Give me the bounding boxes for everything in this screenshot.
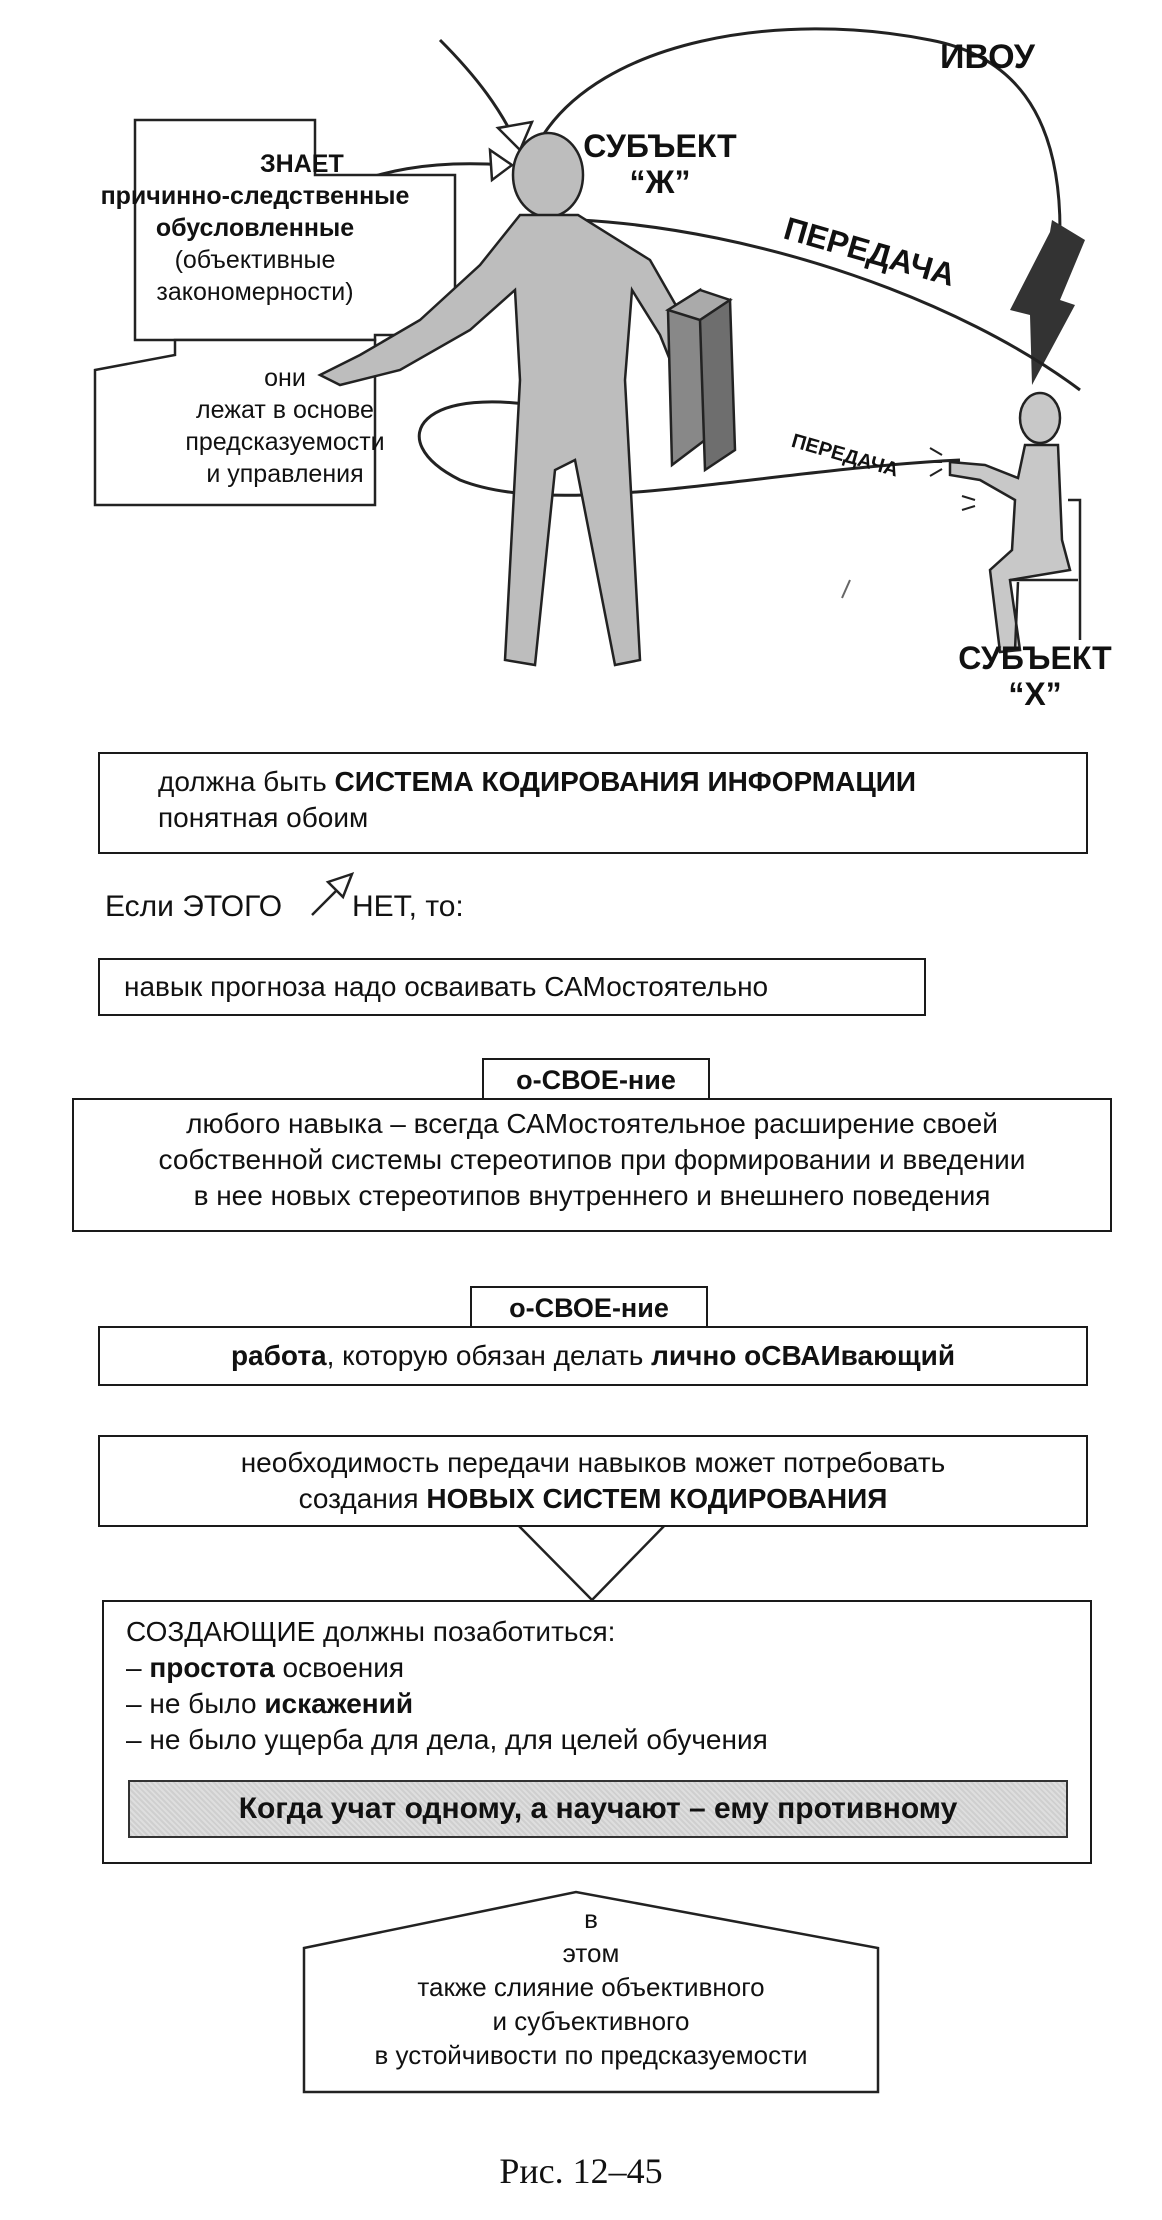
hollow-arrow-icon <box>311 871 355 916</box>
oni-callout-frame <box>93 338 377 507</box>
znaet-callout: ЗНАЕТ причинно-следственные обусловленны… <box>60 148 450 308</box>
fusion-line3: также слияние объективного <box>417 1972 765 2002</box>
ivou-label: ИВОУ <box>940 38 1035 76</box>
osvoenie-tag-2: о-СВОЕ-ние <box>470 1286 708 1328</box>
osvoenie-def-line3: в нее новых стереотипов внутреннего и вн… <box>193 1180 991 1211</box>
transfer-curve-upper <box>579 218 1081 392</box>
chair <box>1010 498 1082 651</box>
subject-zh-line1: СУБЪЕКТ <box>583 128 737 164</box>
znaet-line2: обусловленные <box>155 214 355 242</box>
ivou-loop-curve <box>538 27 1062 231</box>
subject-x-label: СУБЪЕКТ “Х” <box>930 640 1140 712</box>
figure-caption: Рис. 12–45 <box>499 2151 663 2191</box>
down-arrow-icon <box>512 1520 671 1602</box>
subject-x-line2: “Х” <box>1008 676 1062 712</box>
fusion-line1: в <box>584 1904 598 1934</box>
znaet-line3: (объективные <box>174 246 336 274</box>
subject-x-line1: СУБЪЕКТ <box>958 640 1112 676</box>
transfer-curve-lower <box>417 400 961 497</box>
oni-line2: лежат в основе <box>196 396 374 424</box>
coding-system-pre: должна быть <box>158 766 335 797</box>
esli-line-b: НЕТ, то: <box>352 890 464 923</box>
oni-line3: предсказуемости <box>185 428 385 456</box>
creators-item-2: – не было искажений <box>126 1686 1090 1722</box>
oni-callout: они лежат в основе предсказуемости и упр… <box>160 362 410 490</box>
oni-line4: и управления <box>206 460 364 488</box>
self-learning-box: навык прогноза надо осваивать САМостояте… <box>98 958 926 1016</box>
osvoenie-def-line2: собственной системы стереотипов при форм… <box>158 1144 1026 1175</box>
osvoenie-work-bold2: лично оСВАИвающий <box>651 1340 956 1371</box>
fusion-line2: этом <box>562 1938 620 1968</box>
creators-item-1-pre: – <box>126 1652 150 1683</box>
new-coding-line2: создания НОВЫХ СИСТЕМ КОДИРОВАНИЯ <box>100 1481 1086 1517</box>
warning-banner-text: Когда учат одному, а научают – ему проти… <box>238 1792 958 1825</box>
held-box <box>665 287 737 473</box>
fusion-line5: в устойчивости по предсказуемости <box>374 2040 808 2070</box>
hand-marks <box>928 447 976 511</box>
new-coding-box: необходимость передачи навыков может пот… <box>98 1435 1088 1527</box>
creators-item-1: – простота освоения <box>126 1650 1090 1686</box>
pentagon-frame <box>302 1890 880 2094</box>
znaet-line1: причинно-следственные <box>100 182 410 210</box>
coding-system-line1: должна быть СИСТЕМА КОДИРОВАНИЯ ИНФОРМАЦ… <box>158 764 1086 800</box>
creators-head: СОЗДАЮЩИЕ должны позаботиться: <box>126 1616 616 1647</box>
coding-system-box: должна быть СИСТЕМА КОДИРОВАНИЯ ИНФОРМАЦ… <box>98 752 1088 854</box>
fusion-line4: и субъективного <box>492 2006 690 2036</box>
creators-item-2-bold: искажений <box>264 1688 414 1719</box>
new-coding-line1: необходимость передачи навыков может пот… <box>240 1447 946 1478</box>
seated-figure <box>948 391 1072 654</box>
znaet-arrow-tip <box>488 147 515 183</box>
warning-banner: Когда учат одному, а научают – ему проти… <box>128 1780 1068 1838</box>
new-coding-pre: создания <box>298 1483 427 1514</box>
arrow-into-head-tip <box>495 120 535 153</box>
znaet-line4: закономерности) <box>156 278 354 306</box>
standing-figure <box>317 131 702 667</box>
esli-line-a: Если ЭТОГО <box>105 890 283 923</box>
lightning-arrow <box>1010 220 1085 385</box>
creators-item-1-post: освоения <box>274 1652 405 1683</box>
subject-zh-line2: “Ж” <box>629 164 691 200</box>
self-learning-text: навык прогноза надо осваивать САМостояте… <box>124 971 769 1002</box>
osvoenie-work-mid: , которую обязан делать <box>326 1340 652 1371</box>
new-coding-bold: НОВЫХ СИСТЕМ КОДИРОВАНИЯ <box>426 1483 888 1514</box>
osvoenie-def-line1: любого навыка – всегда САМостоятельное р… <box>186 1108 998 1139</box>
znaet-head: ЗНАЕТ <box>260 150 344 178</box>
subject-zh-label: СУБЪЕКТ “Ж” <box>560 128 760 200</box>
osvoenie-definition-box: любого навыка – всегда САМостоятельное р… <box>72 1098 1112 1232</box>
creators-item-3: – не было ущерба для дела, для целей обу… <box>126 1724 768 1755</box>
stray-mark <box>841 579 851 599</box>
osvoenie-work-box: работа, которую обязан делать лично оСВА… <box>98 1326 1088 1386</box>
fusion-text: в этом также слияние объективного и субъ… <box>304 1892 878 2072</box>
arrow-into-head <box>438 38 517 141</box>
creators-item-1-bold: простота <box>149 1652 275 1683</box>
oni-line1: они <box>264 364 306 392</box>
osvoenie-tag-1: о-СВОЕ-ние <box>482 1058 710 1100</box>
osvoenie-work-bold1: работа <box>230 1340 327 1371</box>
creators-item-2-pre: – не было <box>126 1688 265 1719</box>
coding-system-line2: понятная обоим <box>158 802 369 833</box>
coding-system-bold: СИСТЕМА КОДИРОВАНИЯ ИНФОРМАЦИИ <box>334 766 917 797</box>
